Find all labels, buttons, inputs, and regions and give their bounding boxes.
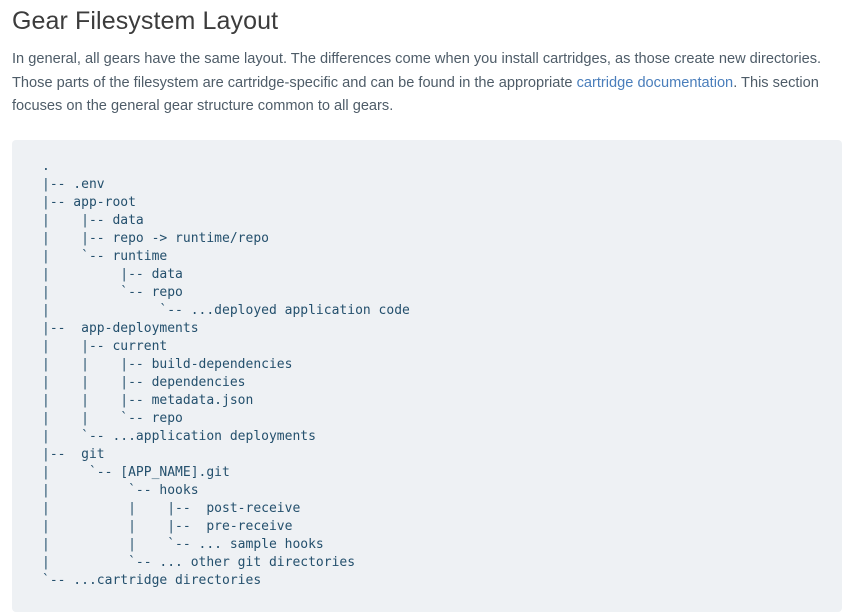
intro-text-before-link: In general, all gears have the same layo… — [12, 51, 822, 91]
filesystem-tree-code-block: . |-- .env |-- app-root | |-- data | |--… — [12, 139, 842, 612]
filesystem-tree-text: . |-- .env |-- app-root | |-- data | |--… — [42, 158, 410, 588]
intro-text-after-link: . This section focuses on the general ge… — [12, 74, 819, 115]
page-title: Gear Filesystem Layout — [12, 7, 279, 35]
cartridge-documentation-link[interactable]: cartridge documentation — [576, 74, 734, 91]
intro-paragraph: In general, all gears have the same layo… — [12, 48, 842, 119]
